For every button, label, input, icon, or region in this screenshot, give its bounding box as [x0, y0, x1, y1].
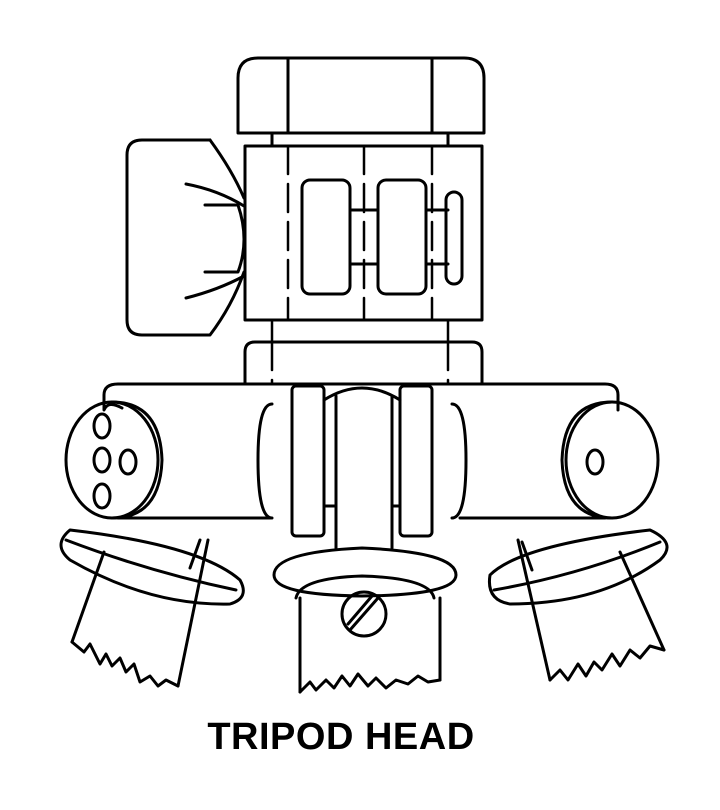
collar — [243, 318, 484, 386]
top-cap — [236, 56, 486, 148]
right-leg — [487, 528, 669, 682]
diagram-caption: TRIPOD HEAD — [207, 716, 475, 758]
pan-handle — [125, 138, 246, 337]
center-leg — [272, 546, 458, 694]
leg-hub — [64, 382, 660, 550]
left-leg — [59, 528, 245, 688]
central-body — [243, 144, 484, 322]
